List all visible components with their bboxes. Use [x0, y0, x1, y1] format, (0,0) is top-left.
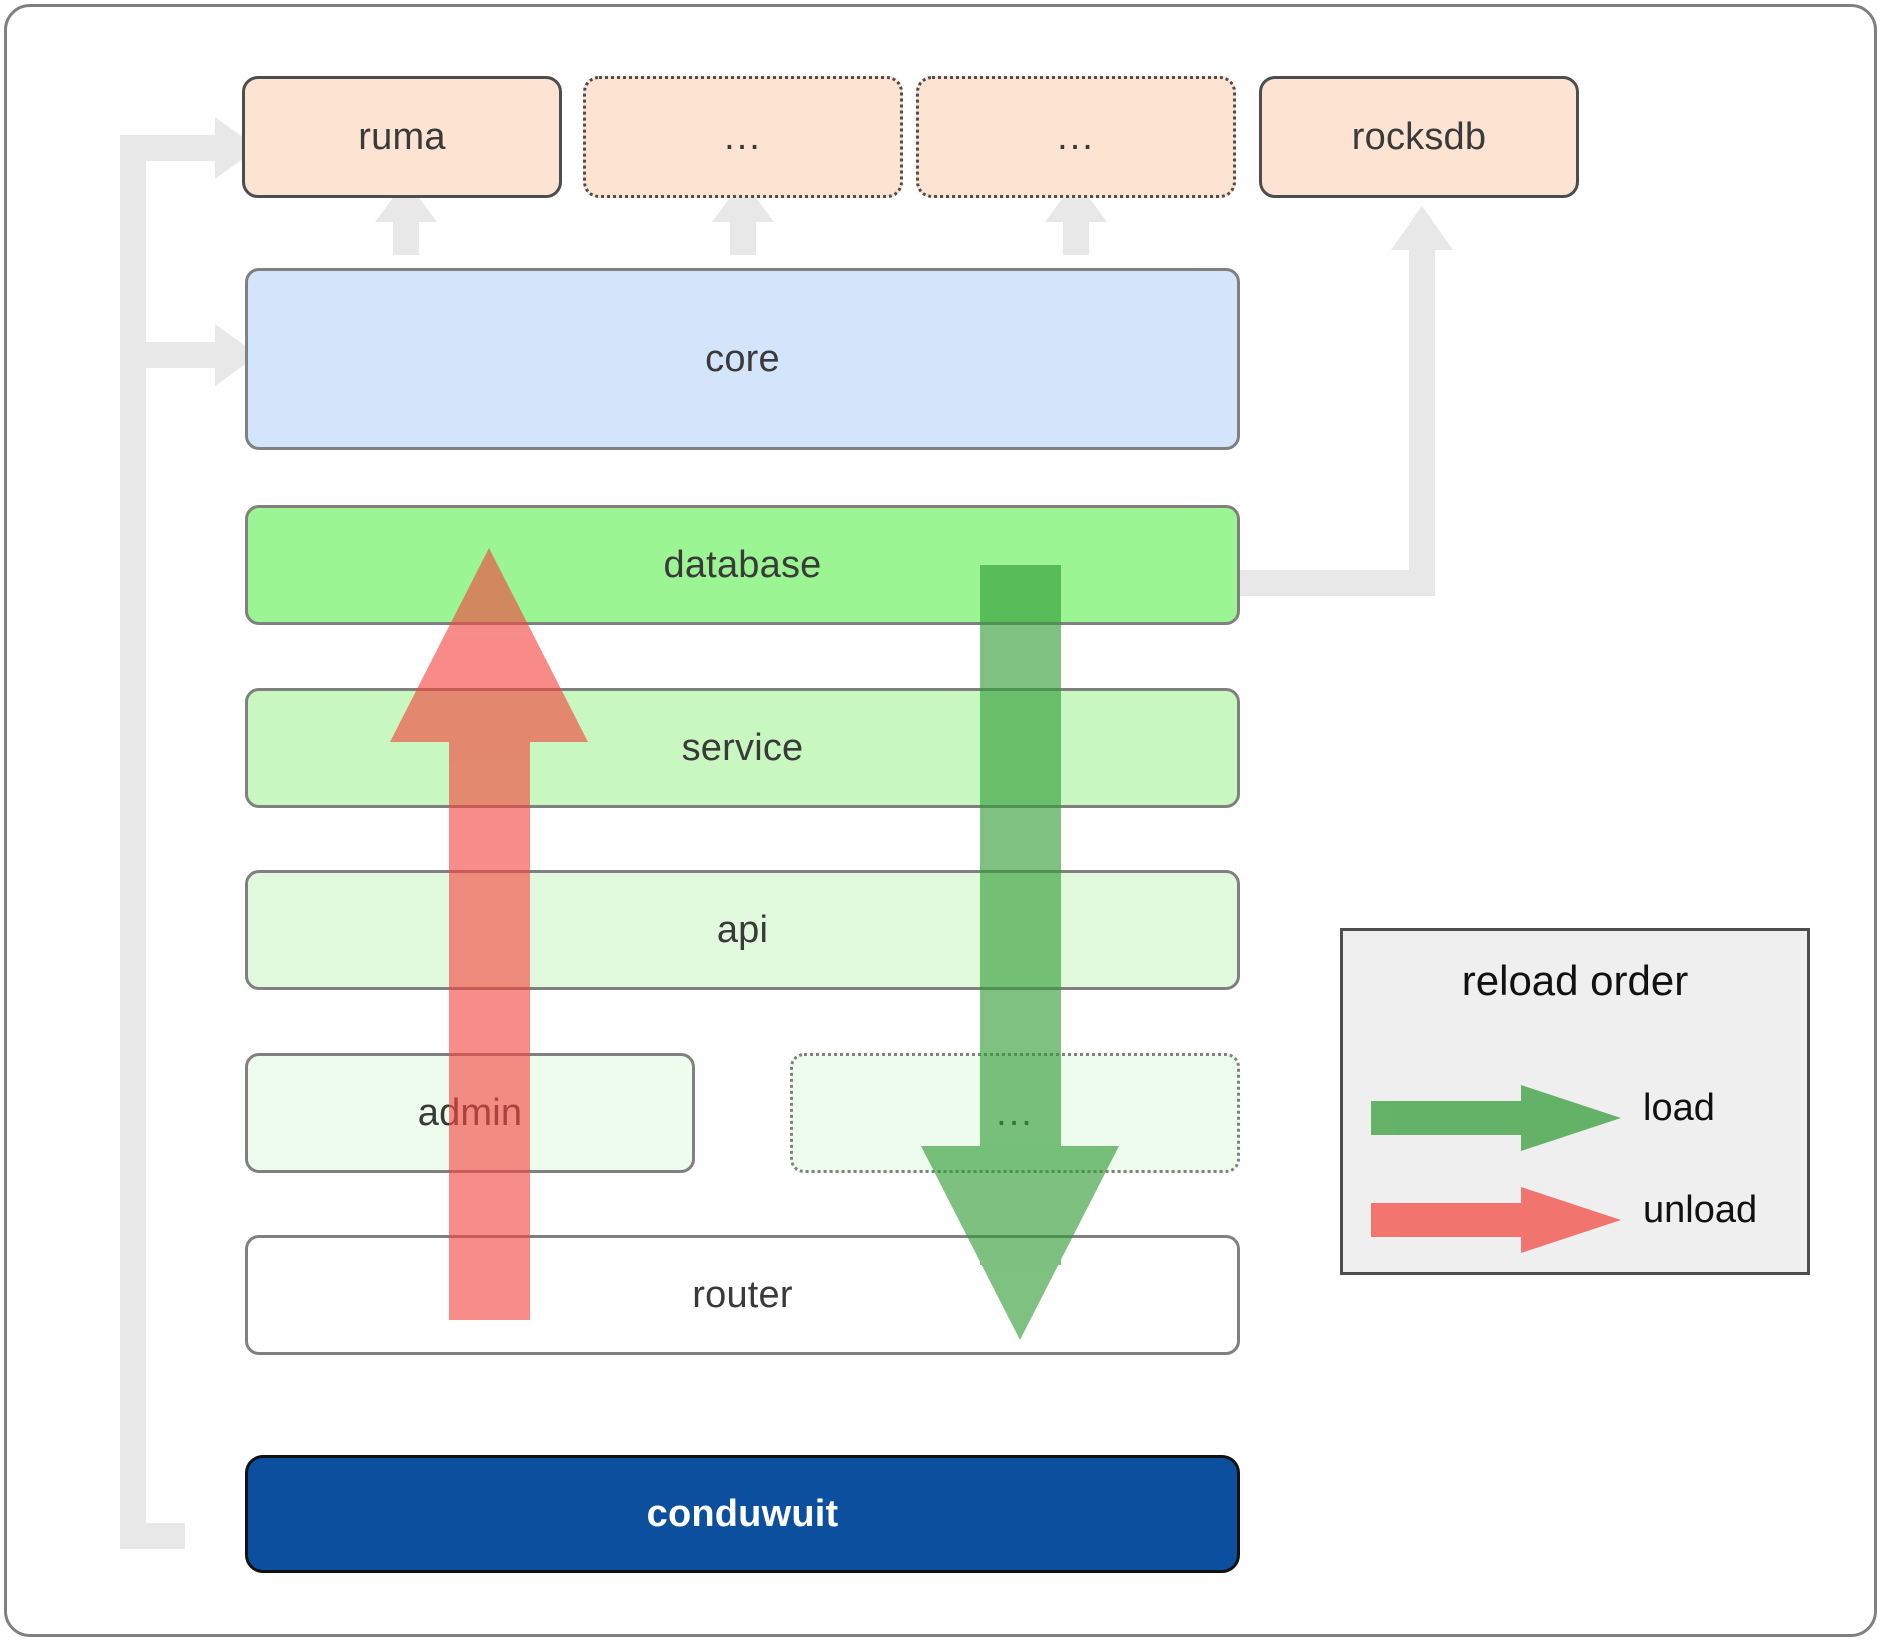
legend-row-unload: unload — [1343, 1175, 1807, 1265]
crate-node-extra-label: ... — [996, 1091, 1034, 1134]
legend-unload-arrow-icon — [1371, 1187, 1621, 1253]
legend-load-arrow-icon — [1371, 1085, 1621, 1151]
dep-node-ruma[interactable]: ruma — [242, 76, 562, 198]
crate-node-api[interactable]: api — [245, 870, 1240, 990]
crate-node-router-label: router — [692, 1273, 793, 1316]
dep-node-rocksdb[interactable]: rocksdb — [1259, 76, 1579, 198]
crate-node-service-label: service — [681, 726, 804, 769]
root-node-conduwuit[interactable]: conduwuit — [245, 1455, 1240, 1573]
dep-node-ruma-label: ruma — [358, 115, 446, 158]
crate-node-core[interactable]: core — [245, 268, 1240, 450]
dep-node-3-label: ... — [1057, 115, 1095, 158]
crate-node-api-label: api — [716, 908, 769, 951]
dep-node-3[interactable]: ... — [916, 76, 1236, 198]
crate-node-service[interactable]: service — [245, 688, 1240, 808]
crate-node-admin-label: admin — [417, 1091, 523, 1134]
crate-node-database-label: database — [663, 543, 822, 586]
dep-node-2-label: ... — [724, 115, 762, 158]
legend-title: reload order — [1461, 957, 1689, 1004]
dep-node-2[interactable]: ... — [583, 76, 903, 198]
dep-node-rocksdb-label: rocksdb — [1351, 115, 1487, 158]
legend-row-load: load — [1343, 1073, 1807, 1163]
diagram-frame — [4, 4, 1877, 1637]
crate-node-database[interactable]: database — [245, 505, 1240, 625]
crate-node-core-label: core — [705, 337, 780, 380]
legend-label-load: load — [1643, 1087, 1715, 1129]
root-node-conduwuit-label: conduwuit — [646, 1492, 839, 1535]
crate-node-admin[interactable]: admin — [245, 1053, 695, 1173]
crate-node-extra[interactable]: ... — [790, 1053, 1240, 1173]
legend-label-unload: unload — [1643, 1189, 1758, 1231]
legend-panel: reload order load unload — [1340, 928, 1810, 1275]
crate-node-router[interactable]: router — [245, 1235, 1240, 1355]
